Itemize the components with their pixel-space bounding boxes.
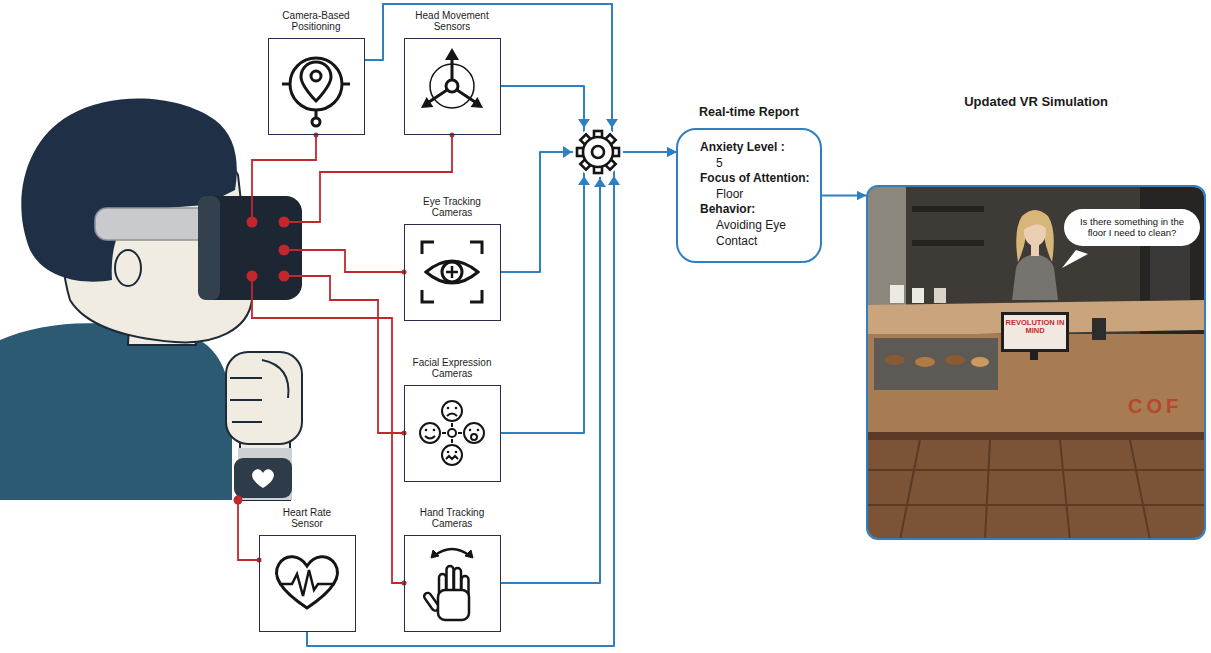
gear-input-arrowheads [563, 119, 620, 187]
sensor-title: Head Movement Sensors [406, 10, 498, 33]
data-flow-arrow [501, 152, 676, 583]
report-value: Avoiding Eye Contact [700, 218, 796, 249]
data-flow-arrow [307, 152, 676, 646]
sensor-title: Heart Rate Sensor [276, 507, 338, 530]
report-field: Behavior: [700, 202, 810, 218]
sensor-title: Eye Tracking Cameras [406, 196, 498, 219]
hand-tracking-icon [423, 549, 473, 620]
sensor-box: Facial Expression Cameras [404, 385, 501, 482]
counter-lettering: COF [1128, 396, 1182, 416]
sign-text: REVOLUTION IN MIND [1004, 319, 1066, 336]
report-field: Anxiety Level : [700, 140, 810, 156]
panel-title: Updated VR Simulation [868, 94, 1204, 109]
data-flow-arrow [501, 152, 676, 433]
sensor-title: Hand Tracking Cameras [406, 507, 498, 530]
positioning-icon [282, 58, 350, 126]
cafe-scene [868, 187, 1204, 538]
sensor-box: Hand Tracking Cameras [404, 535, 501, 632]
sensor-title: Camera-Based Positioning [270, 10, 362, 33]
head-movement-icon [421, 48, 483, 108]
sensor-box: Heart Rate Sensor [259, 535, 356, 632]
facial-expression-icon [420, 401, 484, 465]
vr-simulation-panel: Updated VR SimulationIs there something … [866, 185, 1206, 540]
report-box: Real-time ReportAnxiety Level :5Focus of… [676, 128, 822, 263]
sensor-box: Camera-Based Positioning [268, 38, 365, 135]
report-value: Floor [700, 187, 796, 203]
speech-text: Is there something in the floor I need t… [1074, 216, 1190, 239]
data-flow-arrow [822, 195, 866, 197]
sensor-box: Eye Tracking Cameras [404, 224, 501, 321]
heart-rate-icon [277, 557, 338, 608]
report-value: 5 [700, 156, 796, 172]
data-flow-arrow [365, 4, 676, 152]
sensor-title: Facial Expression Cameras [406, 357, 498, 380]
eye-tracking-icon [422, 242, 482, 302]
person-illustration [0, 99, 302, 500]
sensor-box: Head Movement Sensors [404, 38, 501, 135]
report-title: Real-time Report [699, 105, 799, 119]
report-field: Focus of Attention: [700, 171, 810, 187]
speech-bubble: Is there something in the floor I need t… [1064, 209, 1200, 246]
